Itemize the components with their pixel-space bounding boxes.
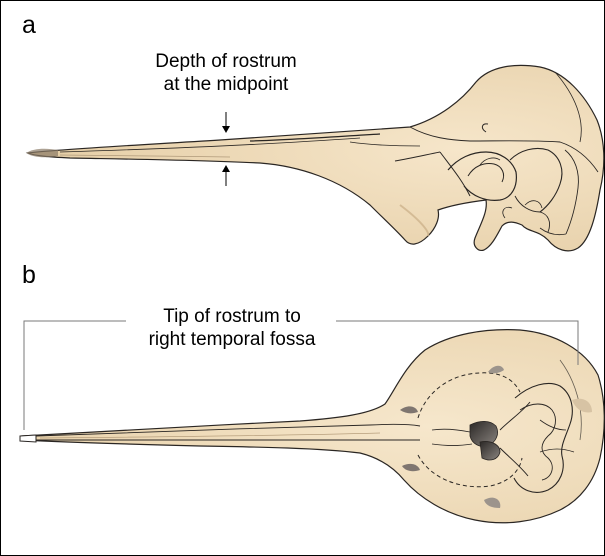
- skull-dorsal-view: [20, 330, 604, 523]
- rostrum-length-caption-line1: Tip of rostrum to: [112, 306, 352, 329]
- rostrum-length-caption-line2: right temporal fossa: [112, 329, 352, 352]
- rostrum-depth-caption: Depth of rostrum at the midpoint: [126, 51, 326, 97]
- rostrum-depth-caption-line2: at the midpoint: [126, 74, 326, 97]
- rostrum-length-caption: Tip of rostrum to right temporal fossa: [112, 306, 352, 352]
- panel-label-a: a: [22, 13, 36, 38]
- panel-label-b: b: [22, 263, 36, 288]
- rostrum-depth-caption-line1: Depth of rostrum: [126, 51, 326, 74]
